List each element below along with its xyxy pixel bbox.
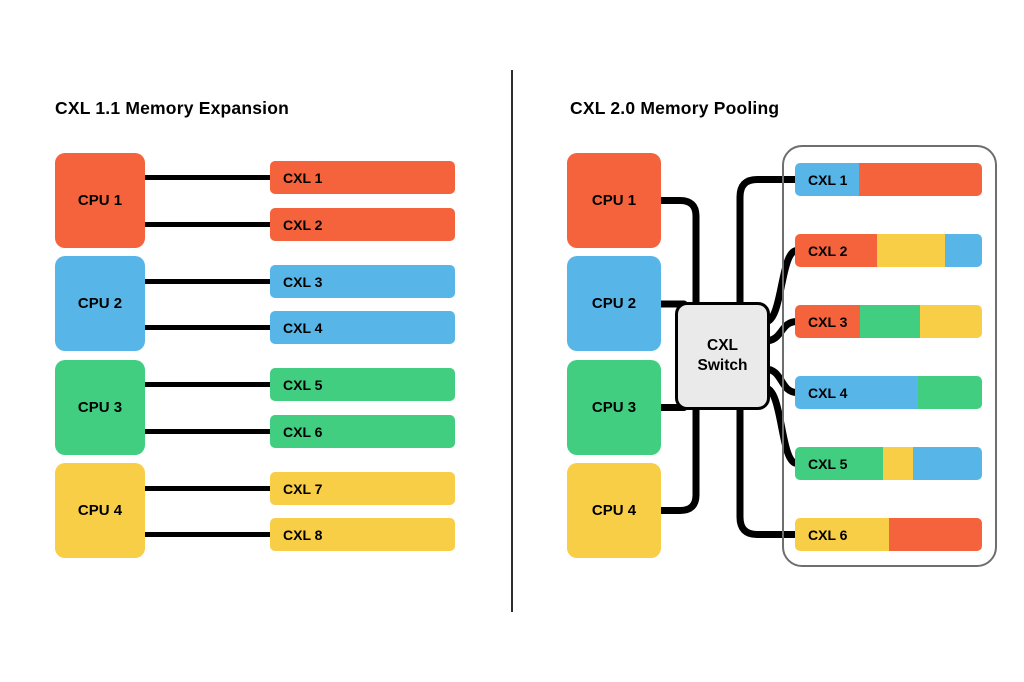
panel-divider — [511, 70, 513, 612]
memory-segment — [795, 376, 919, 409]
cxl-bar: CXL 5 — [795, 447, 982, 480]
cxl-bar: CXL 3 — [270, 265, 455, 298]
cxl-bar: CXL 4 — [795, 376, 982, 409]
switch-to-cxl-links — [736, 176, 801, 538]
cxl-bar-label: CXL 4 — [283, 319, 323, 336]
memory-segment — [877, 234, 945, 267]
cxl-bar-label: CXL 1 — [283, 169, 323, 186]
cxl-bar: CXL 6 — [795, 518, 982, 551]
cxl-bar: CXL 2 — [795, 234, 982, 267]
cxl-bar-label: CXL 3 — [283, 273, 323, 290]
cxl-bar-label: CXL 6 — [283, 423, 323, 440]
memory-segment — [918, 376, 982, 409]
cpu-label: CPU 1 — [77, 192, 123, 209]
memory-segment — [882, 447, 913, 480]
memory-segment — [795, 447, 883, 480]
cxl-bar-label: CXL 5 — [283, 376, 323, 393]
cxl-bar: CXL 7 — [270, 472, 455, 505]
memory-segment — [920, 305, 982, 338]
memory-pool-outline — [782, 145, 997, 567]
memory-segment — [858, 163, 982, 196]
cpu-box: CPU 4 — [55, 463, 145, 558]
cpu-to-switch-links — [655, 197, 700, 514]
cxl-bar: CXL 4 — [270, 311, 455, 344]
cxl-bar: CXL 5 — [270, 368, 455, 401]
cpu-label: CPU 2 — [591, 295, 637, 312]
memory-segment — [795, 518, 889, 551]
left-panel-links — [142, 175, 272, 537]
cxl-switch-label: CXL Switch — [697, 336, 748, 374]
cxl-bar: CXL 1 — [795, 163, 982, 196]
cpu-label: CPU 4 — [77, 502, 123, 519]
cxl-bar: CXL 1 — [270, 161, 455, 194]
memory-segment — [795, 305, 861, 338]
cxl-switch: CXL Switch — [675, 302, 770, 410]
memory-segment — [944, 234, 982, 267]
cxl-bar-label: CXL 8 — [283, 526, 323, 543]
cxl-bar-label: CXL 4 — [808, 384, 848, 401]
cxl-bar: CXL 3 — [795, 305, 982, 338]
memory-segment — [795, 163, 859, 196]
cpu-label: CPU 4 — [591, 502, 637, 519]
cpu-box: CPU 4 — [567, 463, 661, 558]
cpu-label: CPU 1 — [591, 192, 637, 209]
cpu-box: CPU 3 — [567, 360, 661, 455]
cxl-bar: CXL 8 — [270, 518, 455, 551]
cxl-bar-label: CXL 1 — [808, 171, 848, 188]
memory-segment — [912, 447, 982, 480]
cxl-bar: CXL 2 — [270, 208, 455, 241]
cpu-label: CPU 2 — [77, 295, 123, 312]
cxl-bar-label: CXL 2 — [808, 242, 848, 259]
cpu-box: CPU 2 — [55, 256, 145, 351]
left-panel-title: CXL 1.1 Memory Expansion — [55, 98, 289, 118]
memory-segment — [860, 305, 921, 338]
memory-segment — [795, 234, 878, 267]
cpu-box: CPU 2 — [567, 256, 661, 351]
right-panel-title: CXL 2.0 Memory Pooling — [570, 98, 780, 118]
cxl-bar-label: CXL 2 — [283, 216, 323, 233]
cxl-bar-label: CXL 3 — [808, 313, 848, 330]
memory-segment — [888, 518, 982, 551]
cpu-box: CPU 1 — [567, 153, 661, 248]
cxl-bar-label: CXL 7 — [283, 480, 323, 497]
cxl-bar-label: CXL 5 — [808, 455, 848, 472]
cpu-label: CPU 3 — [591, 399, 637, 416]
cpu-box: CPU 3 — [55, 360, 145, 455]
cpu-box: CPU 1 — [55, 153, 145, 248]
cxl-bar: CXL 6 — [270, 415, 455, 448]
cpu-label: CPU 3 — [77, 399, 123, 416]
cxl-bar-label: CXL 6 — [808, 526, 848, 543]
